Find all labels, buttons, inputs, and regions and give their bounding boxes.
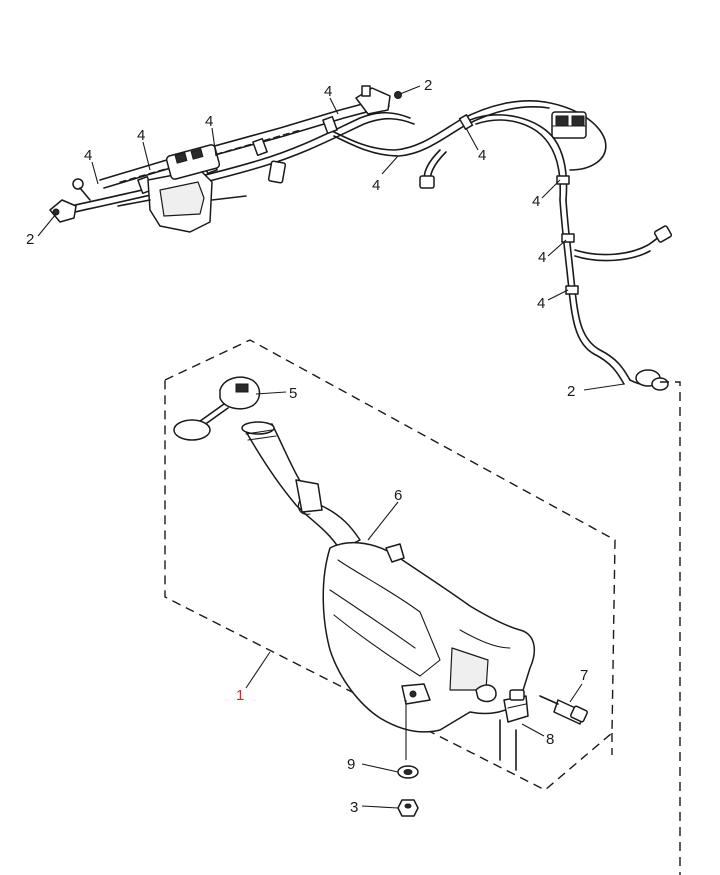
leader-lines <box>37 85 625 809</box>
washer-reservoir <box>241 421 536 771</box>
callout-4-h: 4 <box>538 249 546 266</box>
washer-hose-harness <box>49 85 673 391</box>
callout-4-i: 4 <box>537 295 545 312</box>
washer-9 <box>397 765 419 779</box>
assembly-boundary <box>164 339 616 791</box>
callout-1: 1 <box>236 687 244 704</box>
pump-motor-assembly <box>117 144 287 233</box>
callout-9: 9 <box>347 756 355 773</box>
callout-6: 6 <box>394 487 402 504</box>
callout-2-top: 2 <box>424 77 432 94</box>
level-sensor <box>539 695 588 725</box>
callout-7: 7 <box>580 667 588 684</box>
callout-2-right: 2 <box>567 383 575 400</box>
callout-4-e: 4 <box>372 177 380 194</box>
callout-labels: 2 4 4 4 4 2 4 4 4 4 4 2 5 6 1 7 8 9 3 <box>26 77 588 816</box>
callout-4-c: 4 <box>205 113 213 130</box>
top-washer-nozzle <box>355 85 402 115</box>
callout-4-b: 4 <box>137 127 145 144</box>
callout-8: 8 <box>546 731 554 748</box>
callout-4-a: 4 <box>84 147 92 164</box>
nut-3 <box>397 799 419 817</box>
washer-pump <box>503 689 529 723</box>
filler-cap <box>173 376 261 441</box>
left-washer-nozzle <box>49 178 91 223</box>
callout-3: 3 <box>350 799 358 816</box>
callout-2-left: 2 <box>26 231 34 248</box>
callout-4-d: 4 <box>324 83 332 100</box>
callout-4-g: 4 <box>532 193 540 210</box>
callout-4-f: 4 <box>478 147 486 164</box>
callout-5: 5 <box>289 385 297 402</box>
